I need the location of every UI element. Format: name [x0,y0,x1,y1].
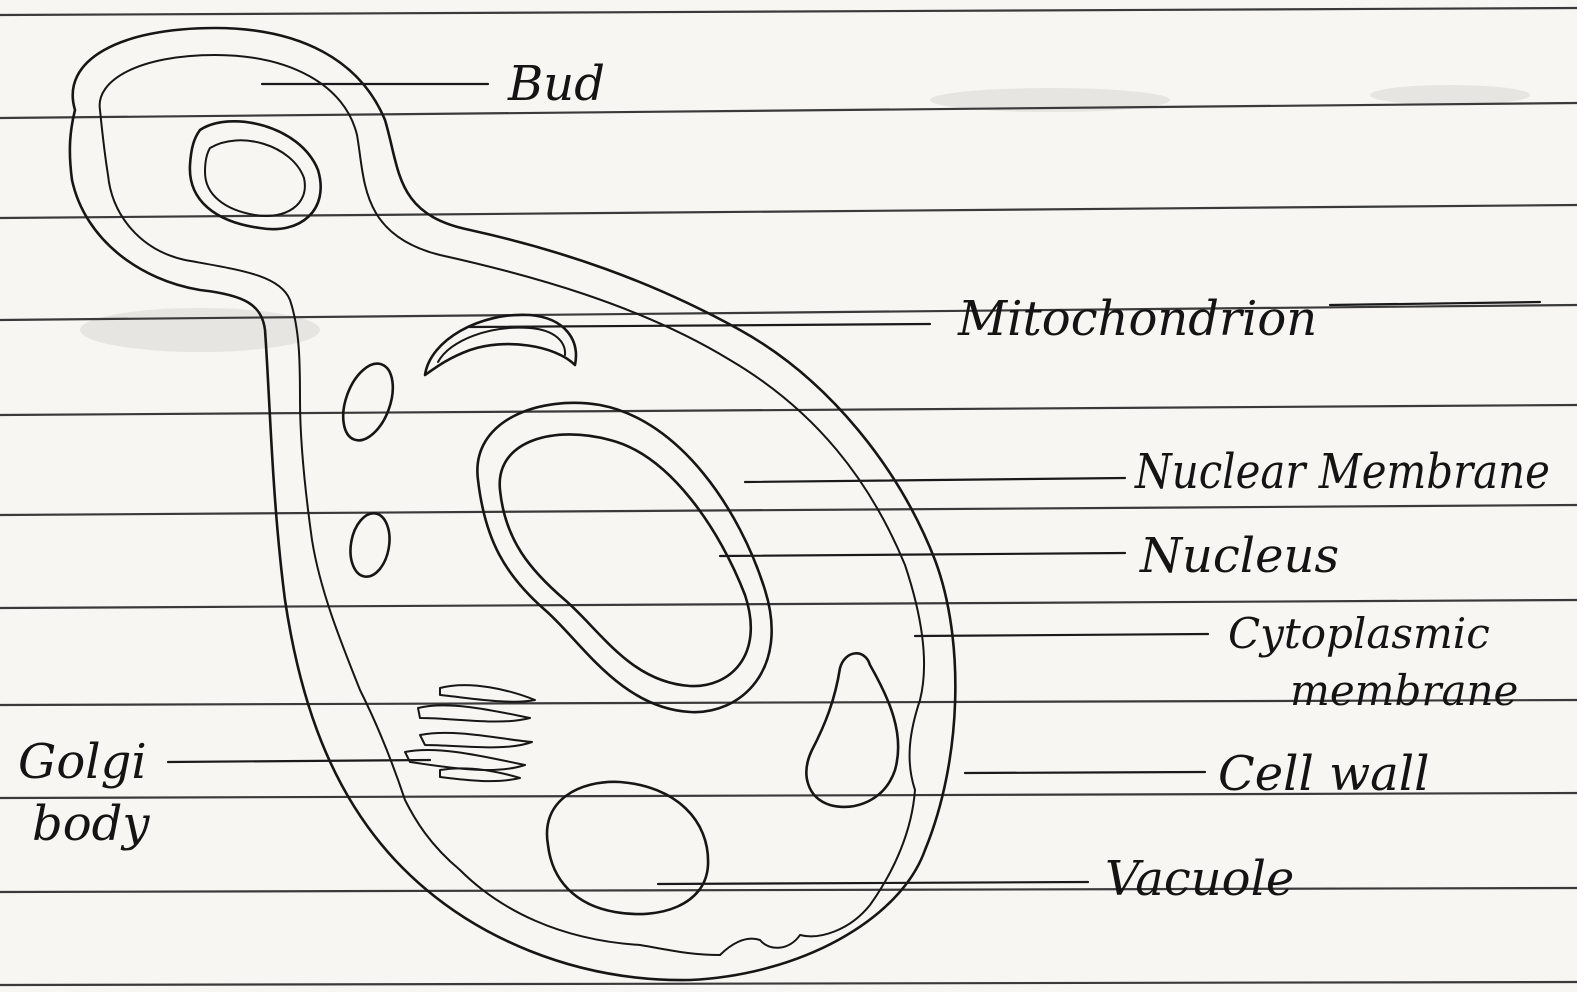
label-golgi-line2: body [32,796,150,852]
vacuole-shape [547,782,708,914]
label-cytoplasmic-line2: membrane [1290,666,1518,715]
leader-mitochondrion-tail [1330,302,1540,305]
label-bud: Bud [507,56,605,112]
nucleus-shape [477,403,771,712]
cell-wall-outline [70,28,955,980]
label-vacuole: Vacuole [1105,851,1294,907]
leader-nucleus [720,553,1125,556]
mitochondrion-shape [425,315,576,375]
leader-nuclear-membrane [745,478,1125,482]
leader-vacuole [658,882,1088,884]
leader-mitochondrion [470,324,930,327]
vesicles [334,357,403,580]
label-cytoplasmic-line1: Cytoplasmic [1228,609,1490,658]
leader-cytoplasmic-membrane [915,634,1208,636]
side-organelle-shape [806,653,898,807]
golgi-body-shape [405,685,535,781]
label-cell-wall: Cell wall [1218,746,1430,802]
cytoplasmic-membrane-outline [100,55,924,955]
leader-cell-wall [965,772,1205,773]
bud-organelle [190,121,321,229]
label-nuclear-membrane: Nuclear Membrane [1134,444,1550,500]
label-nucleus: Nucleus [1139,528,1339,584]
label-mitochondrion: Mitochondrion [957,291,1317,347]
label-golgi-line1: Golgi [18,734,147,790]
